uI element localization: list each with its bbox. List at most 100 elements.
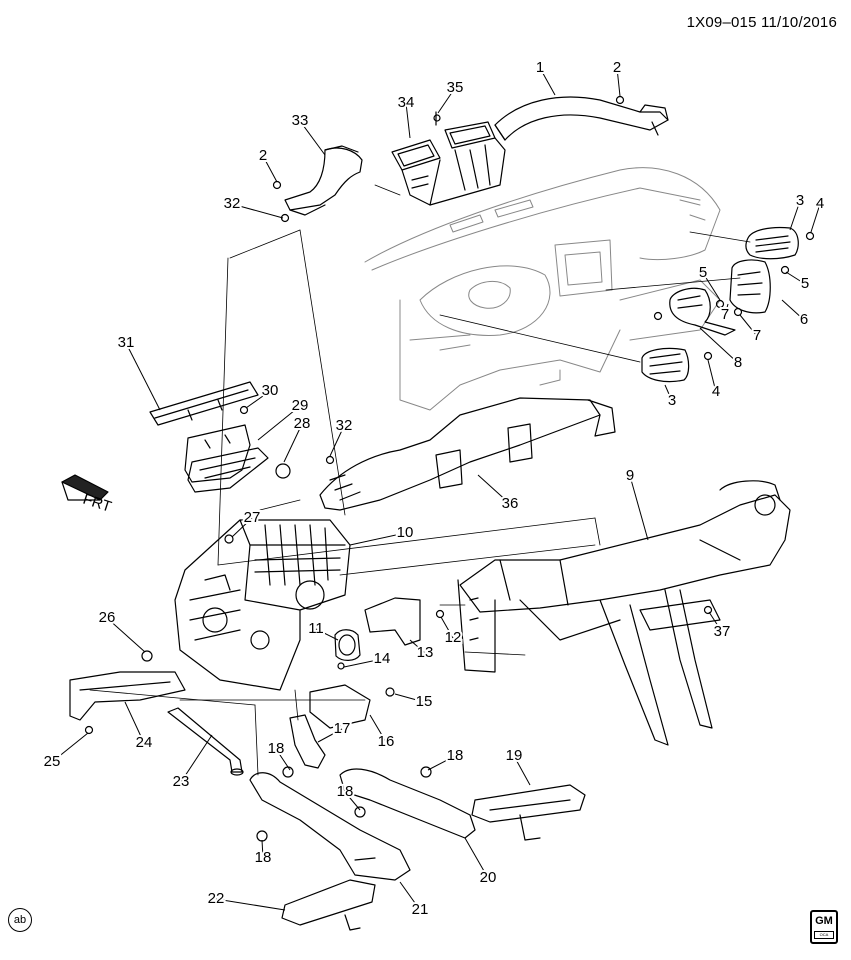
callout-leader-15: [394, 693, 425, 703]
callout-leader-19: [513, 755, 531, 786]
callout-label-2: 2: [259, 147, 267, 164]
callout-leader-18: [344, 791, 361, 811]
callout-leader-18: [427, 755, 456, 771]
callout-label-8: 8: [734, 354, 742, 371]
callout-leader-4: [810, 203, 821, 233]
callout-label-9: 9: [626, 467, 634, 484]
callout-leader-10: [349, 532, 406, 546]
callout-leader-16: [369, 714, 387, 743]
part-seal-29: [184, 424, 269, 493]
callout-label-17: 17: [334, 720, 351, 737]
callout-leader-17: [317, 728, 343, 743]
part-right-vents: [641, 226, 799, 383]
part-rear-duct-21: [249, 772, 411, 881]
callout-label-21: 21: [412, 901, 429, 918]
callout-leader-27: [231, 517, 253, 538]
callout-leader-5: [785, 271, 806, 285]
diagram-header: 1X09–015 11/10/2016: [687, 14, 837, 31]
callout-leader-30: [245, 390, 271, 409]
callout-leader-12: [440, 616, 454, 639]
part-duct-16: [309, 684, 371, 729]
callout-leader-22: [215, 898, 286, 911]
part-center-vent-assembly: [391, 111, 506, 206]
callout-label-32: 32: [224, 195, 241, 212]
callout-label-18: 18: [337, 783, 354, 800]
callout-leader-18: [261, 839, 264, 859]
part-cross-car-beam: [457, 480, 791, 746]
callout-leader-9: [629, 475, 649, 541]
callout-leader-1: [539, 67, 556, 96]
callout-label-12: 12: [445, 629, 462, 646]
callout-leader-4: [707, 359, 717, 393]
part-floor-duct-24: [69, 671, 186, 721]
callout-label-10: 10: [397, 524, 414, 541]
callout-leader-5: [702, 272, 721, 301]
part-outlet-22: [281, 879, 376, 931]
callout-leader-13: [409, 639, 426, 654]
part-drain-tube-23: [167, 707, 244, 776]
part-grommet-28: [275, 463, 291, 479]
callout-label-15: 15: [416, 693, 433, 710]
callout-label-36: 36: [502, 495, 519, 512]
callout-label-19: 19: [506, 747, 523, 764]
callout-leader-6: [781, 299, 805, 321]
callout-leader-37: [708, 611, 723, 633]
callout-label-30: 30: [262, 382, 279, 399]
instrument-panel: [364, 167, 721, 411]
callout-label-16: 16: [378, 733, 395, 750]
diagram-code: 1X09–015: [686, 14, 757, 31]
callout-label-18: 18: [447, 747, 464, 764]
callout-leader-24: [124, 701, 145, 744]
callout-label-3: 3: [796, 192, 804, 209]
callout-label-26: 26: [99, 609, 116, 626]
callout-leader-35: [437, 87, 456, 114]
callout-leader-33: [299, 120, 326, 156]
part-actuator-11: [334, 629, 361, 661]
callout-label-4: 4: [712, 383, 720, 400]
callout-leader-32: [231, 203, 284, 219]
callout-label-13: 13: [417, 644, 434, 661]
callout-leader-28: [283, 423, 303, 463]
gm-logo: GM OCA: [810, 910, 838, 944]
callout-leader-14: [343, 658, 383, 668]
callout-leader-23: [180, 734, 213, 783]
part-outlet-19: [471, 784, 586, 841]
callout-label-27: 27: [244, 509, 261, 526]
callout-label-32: 32: [336, 417, 353, 434]
callout-label-23: 23: [173, 773, 190, 790]
callout-label-11: 11: [308, 620, 324, 637]
part-bracket-13: [364, 597, 421, 646]
callout-leader-32: [329, 425, 345, 457]
callout-label-6: 6: [800, 311, 808, 328]
callout-leader-3: [789, 200, 801, 231]
callout-label-35: 35: [447, 79, 464, 96]
callout-label-1: 1: [536, 59, 544, 76]
callout-label-5: 5: [699, 264, 707, 281]
gm-logo-subtext: OCA: [814, 931, 834, 939]
callout-leader-34: [405, 102, 411, 139]
callout-label-18: 18: [268, 740, 285, 757]
callout-label-24: 24: [136, 734, 153, 751]
callout-label-20: 20: [480, 869, 497, 886]
callout-leader-7: [724, 303, 729, 316]
callout-label-34: 34: [398, 94, 415, 111]
fasteners: [84, 95, 815, 842]
callout-leader-18: [275, 748, 291, 771]
callout-leader-21: [399, 881, 421, 911]
callout-label-28: 28: [294, 415, 311, 432]
part-hvac-module: [174, 519, 351, 691]
callout-leader-36: [477, 474, 511, 505]
callout-label-33: 33: [292, 112, 309, 129]
part-bracket-31: [149, 381, 259, 426]
callout-leader-25: [51, 732, 89, 763]
callout-leader-3: [664, 384, 673, 402]
part-lower-duct-36: [319, 397, 616, 511]
gm-logo-text: GM: [815, 915, 833, 927]
callout-label-7: 7: [721, 306, 729, 323]
part-duct-17: [289, 714, 326, 769]
callout-leader-7: [739, 314, 758, 337]
callout-label-25: 25: [44, 753, 61, 770]
callout-leader-29: [257, 405, 301, 441]
callout-label-22: 22: [208, 890, 225, 907]
